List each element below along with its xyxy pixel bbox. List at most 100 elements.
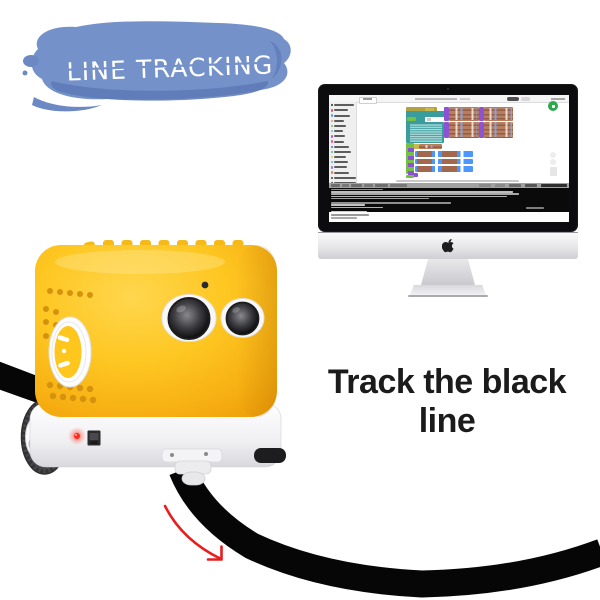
palette-category [330, 140, 357, 143]
ultrasonic-eye-right [220, 298, 265, 338]
statusbar-button [342, 184, 349, 187]
palette-category [330, 150, 357, 154]
category-label-bar [334, 145, 350, 148]
ide-block-palette [329, 102, 357, 185]
caption-text: Track the black line [327, 363, 567, 440]
category-label-bar [334, 119, 345, 122]
palette-category [330, 119, 357, 122]
console-line [331, 206, 383, 208]
category-label-bar [334, 166, 348, 169]
monitor-chin [318, 232, 578, 259]
code-block [549, 166, 557, 176]
statusbar-button [509, 184, 521, 187]
robot-wheel-right [254, 448, 286, 463]
console-line [331, 202, 451, 204]
category-label-bar [334, 161, 349, 164]
palette-category [330, 161, 357, 164]
footer-line [331, 214, 369, 216]
brush-stroke [31, 21, 291, 100]
category-color-dot [330, 124, 333, 128]
monitor-stand-base [410, 285, 486, 295]
toolbar-control [551, 98, 565, 100]
statusbar-button [331, 184, 340, 187]
statusbar-button [525, 184, 537, 187]
code-block [550, 152, 556, 158]
code-block [406, 107, 437, 112]
category-label-bar [334, 109, 349, 112]
palette-category [330, 109, 357, 112]
category-label-bar [334, 114, 351, 117]
robot-base [29, 402, 282, 468]
code-block [550, 159, 556, 165]
palette-category [330, 166, 357, 169]
palette-category [330, 104, 357, 107]
caster-wheel [161, 448, 223, 486]
code-block-gridrows [449, 107, 479, 121]
side-dial [48, 316, 92, 388]
banner: LINE TRACKING [22, 21, 291, 112]
code-block [396, 180, 519, 182]
category-label-bar [334, 171, 350, 174]
category-color-dot [330, 109, 333, 112]
brush-dark-right [270, 41, 282, 79]
code-block [408, 148, 414, 152]
code-block [414, 144, 419, 149]
console-line [331, 191, 513, 193]
led-highlight [75, 434, 77, 436]
category-label-bar [334, 104, 355, 107]
category-color-dot [330, 176, 333, 180]
code-block [444, 121, 449, 138]
toolbar-control [362, 98, 372, 100]
category-color-dot [330, 166, 333, 169]
track-line-left [0, 361, 40, 404]
category-color-dot [330, 150, 333, 154]
vent-holes [43, 288, 97, 404]
code-block [406, 111, 444, 117]
body-highlight [55, 250, 225, 274]
console-line [331, 197, 429, 200]
code-block-gridrows [419, 144, 442, 149]
code-block-gridrows [449, 121, 479, 138]
category-color-dot [330, 135, 333, 138]
category-label-bar [334, 140, 345, 143]
toolbar-control [521, 96, 530, 102]
toolbar-control [415, 98, 457, 100]
track-line [169, 464, 600, 598]
console-line [331, 189, 383, 191]
category-color-dot [330, 114, 333, 117]
category-label-bar [334, 135, 346, 138]
code-block [478, 107, 484, 121]
ide-console [329, 187, 569, 213]
toolbar-control [507, 96, 519, 102]
console-line [331, 204, 365, 206]
category-color-dot [330, 104, 333, 107]
category-color-dot [330, 140, 333, 143]
code-block [425, 107, 434, 112]
brush-tail [32, 97, 102, 112]
power-led [74, 433, 80, 439]
console-line-right [526, 207, 544, 209]
category-label-bar [334, 150, 352, 153]
monitor-bezel [318, 84, 578, 232]
ide-statusbar [329, 183, 569, 188]
wheel-hub [25, 413, 56, 461]
robot-body [35, 245, 277, 417]
category-color-dot [330, 161, 333, 164]
code-block-gridrows [483, 107, 513, 121]
code-block [427, 118, 431, 121]
code-block [478, 121, 484, 138]
statusbar-button [351, 184, 362, 187]
monitor-stand-neck [421, 259, 475, 285]
monitor-stand-base-edge [408, 294, 488, 297]
code-block [408, 163, 414, 167]
statusbar-button [375, 184, 388, 187]
stencil-cut [65, 61, 276, 71]
category-label-bar [334, 124, 347, 127]
statusbar-button [364, 184, 373, 187]
palette-category [330, 171, 357, 174]
category-color-dot [330, 145, 333, 148]
console-line [331, 193, 519, 195]
camera-dot [201, 281, 209, 289]
palette-category [330, 155, 357, 159]
footer-line [331, 217, 357, 219]
